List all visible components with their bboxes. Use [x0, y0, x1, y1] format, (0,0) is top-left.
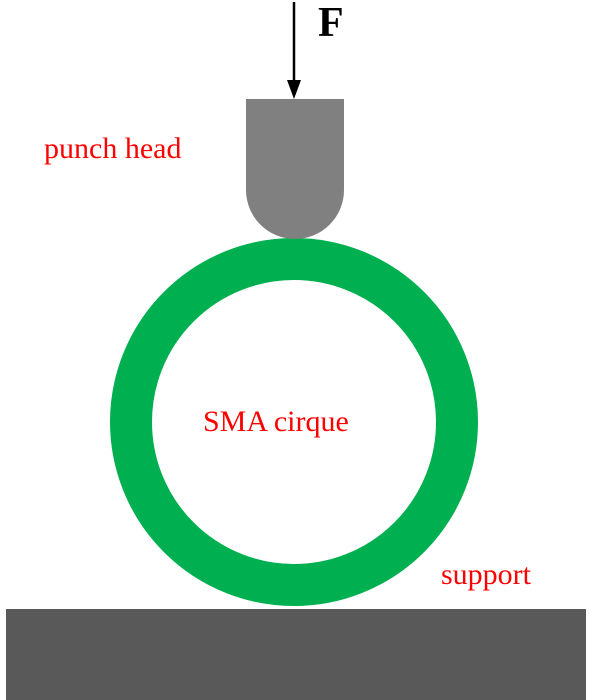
force-label: F	[318, 0, 344, 46]
ring-label: SMA cirque	[203, 405, 349, 438]
punch-head	[246, 99, 344, 239]
support-label: support	[441, 558, 532, 591]
force-arrow-head	[287, 80, 301, 99]
sma-ring	[110, 238, 478, 606]
punch-head-label: punch head	[44, 132, 181, 165]
support-base	[6, 609, 586, 700]
